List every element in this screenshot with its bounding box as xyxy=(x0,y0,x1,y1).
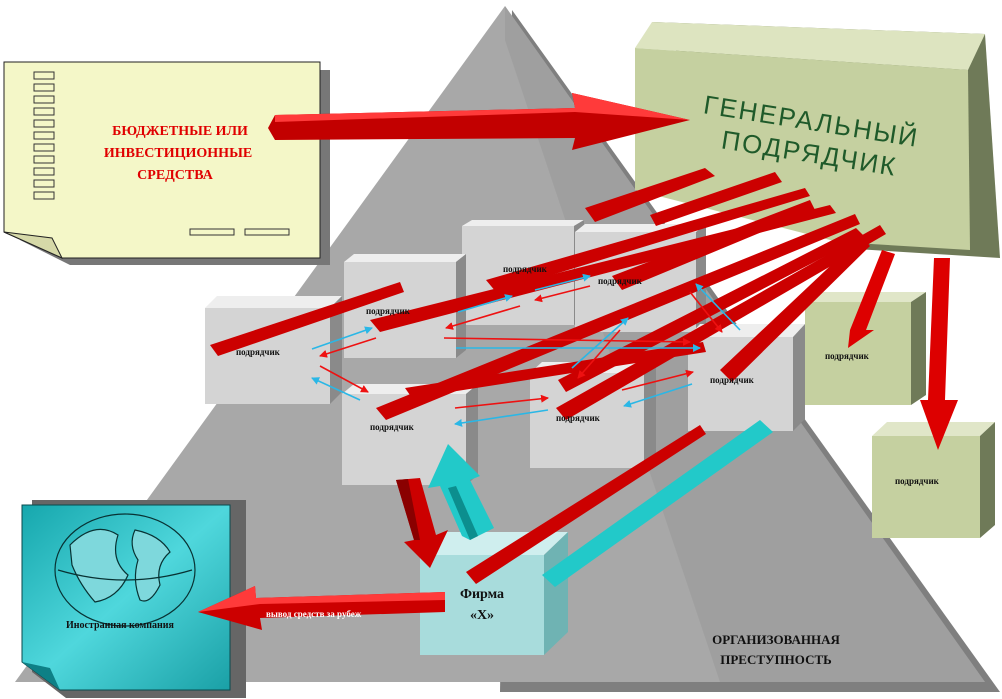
red-down-arrow xyxy=(396,478,448,568)
green-box-2 xyxy=(872,422,995,538)
cyan-return-arrow xyxy=(542,420,773,587)
firm-x-line-1: Фирма xyxy=(460,587,504,602)
budget-line-1: БЮДЖЕТНЫЕ ИЛИ xyxy=(112,124,248,139)
contractor-label-left: подрядчик xyxy=(236,347,281,357)
contractor-label-center: подрядчик xyxy=(556,413,601,423)
cyan-up-arrow xyxy=(428,444,494,540)
exchange-arrows xyxy=(311,273,741,427)
contractor-label-top: подрядчик xyxy=(503,264,548,274)
firm-x-box xyxy=(420,532,568,655)
contractor-label-lower: подрядчик xyxy=(370,422,415,432)
globe-icon xyxy=(54,513,196,627)
organized-crime-line-2: ПРЕСТУПНОСТЬ xyxy=(720,652,831,667)
budget-line-3: СРЕДСТВА xyxy=(137,168,214,183)
outflow-arrow xyxy=(198,586,445,630)
contractor-label-right: подрядчик xyxy=(710,375,755,385)
contractor-label-upper: подрядчик xyxy=(366,306,411,316)
foreign-company-card xyxy=(21,500,246,698)
contractor-label-green-1: подрядчик xyxy=(825,351,870,361)
firm-x-line-2: «Х» xyxy=(470,608,494,623)
firm-to-contractor-arrow xyxy=(466,425,706,584)
red-distribution-arrows xyxy=(210,168,958,450)
checklist xyxy=(33,71,55,200)
funds-arrow xyxy=(268,93,690,150)
contractor-label-topright: подрядчик xyxy=(598,276,643,286)
budget-document xyxy=(3,61,330,265)
contractor-label-green-2: подрядчик xyxy=(895,476,940,486)
organized-crime-line-1: ОРГАНИЗОВАННАЯ xyxy=(712,632,840,647)
budget-line-2: ИНВЕСТИЦИОННЫЕ xyxy=(104,146,252,161)
foreign-company-label: Иностранная компания xyxy=(66,620,175,631)
outflow-label: вывод средств за рубеж xyxy=(266,609,362,619)
